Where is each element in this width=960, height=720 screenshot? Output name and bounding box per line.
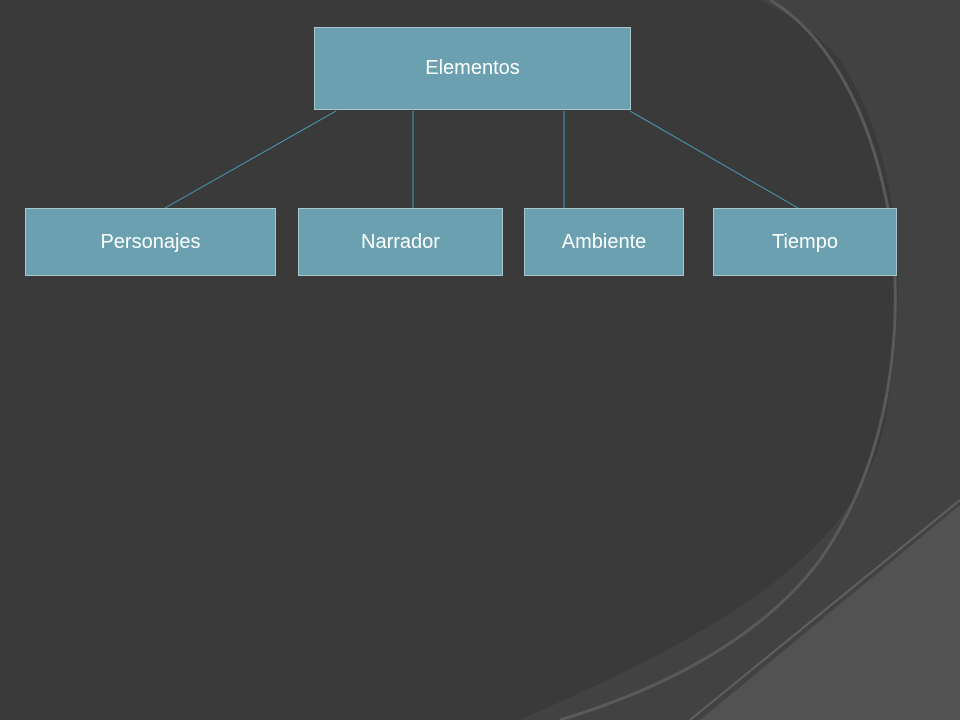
- child-node-tiempo: Tiempo: [713, 208, 897, 276]
- background-corner-band-edge: [689, 499, 960, 720]
- child-node-ambiente: Ambiente: [524, 208, 684, 276]
- child-node-label: Ambiente: [561, 230, 647, 253]
- background-swoosh-edge: [559, 0, 897, 720]
- child-node-narrador: Narrador: [298, 208, 503, 276]
- connector-tiempo: [629, 110, 799, 209]
- root-node-label: Elementos: [425, 57, 520, 79]
- background-corner-band: [700, 505, 960, 720]
- child-node-label: Narrador: [361, 230, 440, 253]
- connector-personajes: [164, 110, 337, 209]
- child-node-label: Tiempo: [772, 230, 838, 253]
- background-swoosh-shape: [520, 0, 960, 720]
- root-node-elementos: Elementos: [314, 27, 631, 110]
- child-node-personajes: Personajes: [25, 208, 276, 276]
- child-node-label: Personajes: [100, 230, 201, 253]
